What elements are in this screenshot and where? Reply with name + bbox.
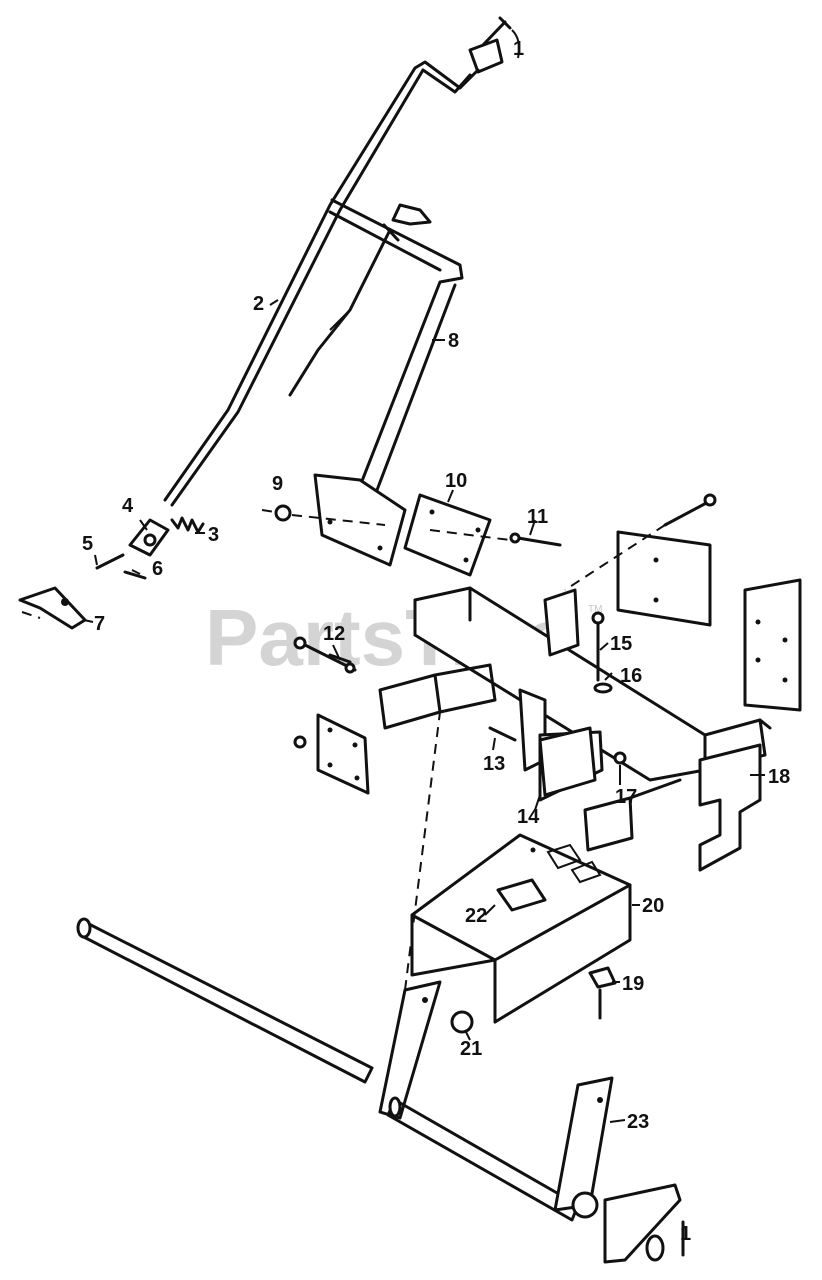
part-2-lift-rod [163, 60, 480, 507]
callout-6: 6 [152, 558, 163, 580]
part-20-cover [410, 833, 632, 1024]
watermark-tm: TM [588, 604, 602, 615]
bottom-bracket [603, 1183, 685, 1264]
callout-17: 17 [615, 786, 637, 808]
callout-21: 21 [460, 1038, 482, 1060]
part-1-knob [468, 16, 521, 74]
callout-2: 2 [253, 293, 264, 315]
part-13-bolt [488, 726, 517, 742]
callout-20: 20 [642, 895, 664, 917]
mount-plate [293, 713, 370, 795]
part-4-swivel [128, 518, 170, 557]
frame-bolt [564, 493, 717, 591]
callout-15: 15 [610, 633, 632, 655]
shaft-long [76, 917, 374, 1084]
part-16-washer [593, 682, 613, 694]
callout-12: 12 [323, 623, 345, 645]
part-23-arm [553, 1076, 614, 1219]
right-mount-plates [616, 530, 802, 712]
part-21-nut [450, 1010, 474, 1034]
callout-labels: 1 2 3 4 5 6 7 8 9 10 11 12 13 14 15 16 1… [82, 38, 790, 1245]
callout-11: 11 [527, 506, 548, 528]
callout-9: 9 [272, 473, 283, 495]
arm-left [378, 711, 442, 1120]
callout-8: 8 [448, 330, 459, 352]
callout-7: 7 [94, 613, 105, 635]
part-22-label-plate [496, 878, 547, 912]
part-3-spring [170, 516, 205, 534]
part-5-pin [95, 553, 125, 570]
callout-14: 14 [517, 806, 540, 828]
part-14-bracket [538, 726, 597, 797]
callout-4: 4 [122, 495, 134, 517]
part-17-nut [613, 751, 627, 765]
part-7-bracket [18, 586, 87, 630]
callout-1: 1 [513, 38, 524, 60]
callout-19: 19 [622, 973, 644, 995]
callout-23: 23 [627, 1111, 649, 1133]
callout-5: 5 [82, 533, 93, 555]
leader-lines [83, 299, 765, 1123]
part-19-clip [588, 966, 617, 1020]
part-6-clip [123, 570, 147, 580]
part-18-frame [378, 586, 772, 872]
part-9-nut [261, 504, 511, 541]
part-10-bracket-plate [313, 473, 492, 577]
part-11-bolt [509, 532, 562, 547]
callout-10: 10 [445, 470, 467, 492]
callout-3: 3 [208, 524, 219, 546]
callout-1-bottom: 1 [680, 1223, 691, 1245]
callout-18: 18 [768, 766, 790, 788]
callout-13: 13 [483, 753, 505, 775]
callout-16: 16 [620, 665, 642, 687]
callout-22: 22 [465, 905, 487, 927]
part-15-bolt [591, 611, 605, 682]
shaft-cross [386, 1096, 580, 1222]
